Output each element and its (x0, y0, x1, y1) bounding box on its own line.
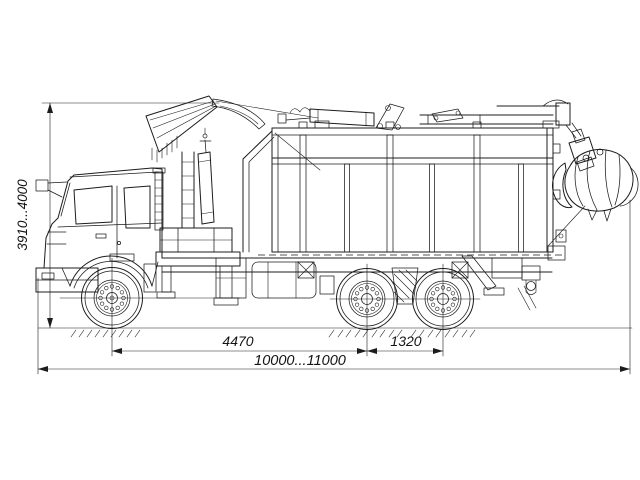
side-vent (109, 253, 135, 262)
dimension-overall-height: 3910...4000 (15, 102, 220, 329)
grapple-claw-left (552, 162, 573, 209)
outrigger-mount-plates (297, 261, 469, 279)
rotator (568, 136, 597, 165)
rear-outrigger (461, 255, 505, 296)
bogie-spacing-label: 1320 (390, 333, 421, 349)
body-stakes (298, 121, 524, 253)
tow-hitch (521, 265, 541, 295)
bogie-suspension (385, 267, 425, 305)
front-wheel (59, 267, 241, 329)
ground-line (37, 327, 633, 338)
front-guard-wall (242, 130, 321, 253)
crane-boom-on-body (277, 99, 597, 172)
boom-linkage (375, 103, 405, 131)
cab-step (143, 263, 157, 293)
lift-cylinder (197, 151, 215, 225)
front-fender (69, 255, 153, 287)
grapple-claw-right (619, 167, 639, 207)
door-handle (95, 233, 107, 239)
tailgate-hinge (552, 143, 561, 154)
dimension-bogie-spacing: 1320 (366, 263, 444, 357)
crane-hoses (151, 135, 178, 163)
crane-boom-folded-wedge (145, 95, 218, 153)
frame-end (547, 245, 566, 261)
cargo-body (242, 120, 567, 253)
headlight (41, 272, 55, 280)
wheelbase-label: 4470 (222, 333, 253, 349)
boom-cylinder (309, 108, 375, 127)
loader-crane (145, 95, 319, 306)
mudflap (517, 285, 537, 311)
fuel-tank (251, 261, 317, 299)
mirror (35, 179, 68, 198)
air-intake (152, 167, 166, 231)
cab (35, 167, 166, 293)
overall-height-label: 3910...4000 (15, 179, 30, 251)
grapple (547, 148, 639, 247)
dimension-wheelbase: 4470 (111, 257, 368, 357)
outrigger-leg-front (219, 265, 233, 299)
side-window (123, 185, 151, 229)
boom-tip-link (565, 122, 597, 172)
tailgate-latch (555, 229, 567, 243)
overall-length-label: 10000...11000 (254, 353, 346, 369)
ground-hatching (70, 329, 476, 338)
crane-base (155, 227, 241, 306)
crane-column (181, 127, 215, 229)
boom-sections (419, 99, 571, 126)
dimension-overall-length: 10000...11000 (37, 199, 631, 375)
chassis (161, 245, 566, 311)
crane-jib (211, 98, 266, 130)
boom-rest (314, 120, 330, 129)
door-window (73, 185, 113, 225)
